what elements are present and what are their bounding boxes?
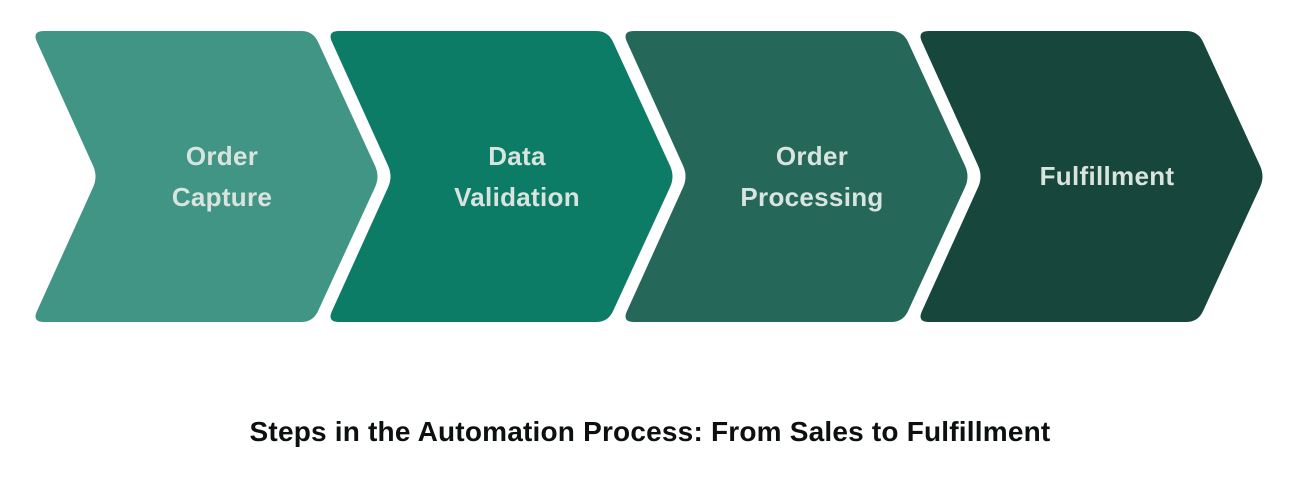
chevron-step-data-validation xyxy=(330,31,673,322)
chevron-step-fulfillment xyxy=(920,31,1263,322)
chevron-step-order-processing xyxy=(625,31,968,322)
chevron-step-order-capture xyxy=(35,31,378,322)
diagram-caption: Steps in the Automation Process: From Sa… xyxy=(249,416,1051,447)
chevron-arrows xyxy=(35,31,1263,322)
